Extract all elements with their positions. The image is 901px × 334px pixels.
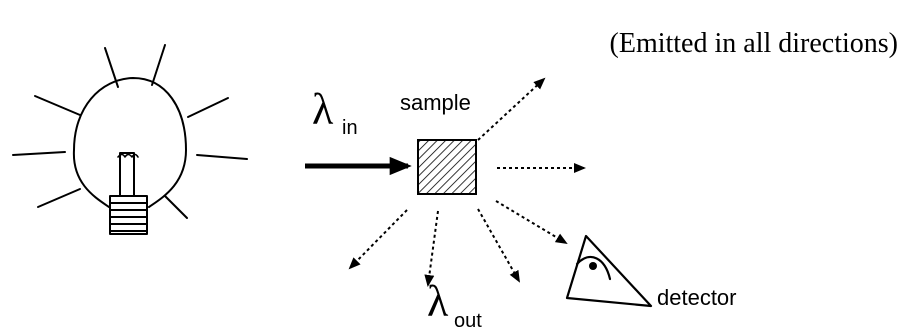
eye-icon [565,234,653,308]
detector-label: detector [657,285,737,310]
emission-arrow [348,209,408,270]
emission-arrow [495,200,568,245]
emission-caption: (Emitted in all directions) [610,28,898,59]
svg-text:λ: λ [312,85,334,134]
light-bulb-icon [12,44,248,235]
emission-arrow [477,77,546,141]
sample-label: sample [400,90,471,115]
svg-text:out: out [454,310,482,332]
emission-arrows [348,77,586,287]
svg-text:λ: λ [427,277,449,326]
emission-arrow [424,210,439,287]
svg-text:in: in [342,117,358,139]
output-beam-label: λ out [427,277,482,332]
input-beam-label: λ in [312,85,358,139]
sample-block-icon [417,139,477,195]
emission-arrow [477,208,520,283]
